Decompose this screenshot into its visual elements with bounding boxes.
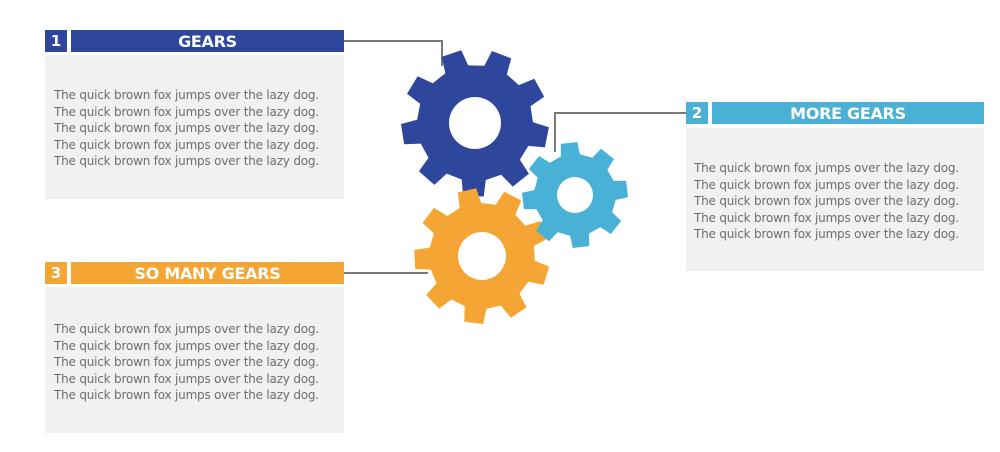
text-line: The quick brown fox jumps over the lazy … (694, 177, 959, 192)
text-line: The quick brown fox jumps over the lazy … (694, 210, 959, 225)
text-line: The quick brown fox jumps over the lazy … (54, 88, 319, 102)
panel-more-gears-header: 2 MORE GEARS (686, 102, 984, 124)
panel-so-many-gears-text: The quick brown fox jumps over the lazy … (45, 287, 344, 433)
panel-gears-text: The quick brown fox jumps over the lazy … (45, 55, 344, 199)
panel-gears-title: GEARS (71, 30, 344, 52)
light-blue-gear-icon (522, 142, 628, 248)
panel-so-many-gears-title: SO MANY GEARS (71, 262, 344, 284)
text-line: The quick brown fox jumps over the lazy … (54, 338, 319, 353)
text-line: The quick brown fox jumps over the lazy … (54, 137, 319, 152)
panel-so-many-gears-number: 3 (45, 262, 67, 284)
text-line: The quick brown fox jumps over the lazy … (54, 154, 319, 168)
panel-more-gears-number: 2 (686, 102, 708, 124)
panel-gears-number: 1 (45, 30, 67, 52)
dark-blue-gear-icon (401, 50, 549, 197)
connector-gears (344, 40, 443, 66)
text-line: The quick brown fox jumps over the lazy … (694, 161, 959, 175)
text-line: The quick brown fox jumps over the lazy … (54, 322, 319, 336)
panel-more-gears-title: MORE GEARS (712, 102, 984, 124)
connector-more-gears (554, 112, 686, 152)
text-line: The quick brown fox jumps over the lazy … (54, 355, 319, 369)
panel-more-gears-text: The quick brown fox jumps over the lazy … (686, 128, 984, 271)
text-line: The quick brown fox jumps over the lazy … (54, 104, 319, 119)
orange-gear-icon (414, 188, 550, 324)
text-line: The quick brown fox jumps over the lazy … (54, 121, 319, 135)
panel-gears-header: 1 GEARS (45, 30, 344, 52)
text-line: The quick brown fox jumps over the lazy … (694, 194, 959, 208)
text-line: The quick brown fox jumps over the lazy … (694, 227, 959, 241)
text-line: The quick brown fox jumps over the lazy … (54, 388, 319, 402)
text-line: The quick brown fox jumps over the lazy … (54, 371, 319, 386)
panel-so-many-gears-header: 3 SO MANY GEARS (45, 262, 344, 284)
